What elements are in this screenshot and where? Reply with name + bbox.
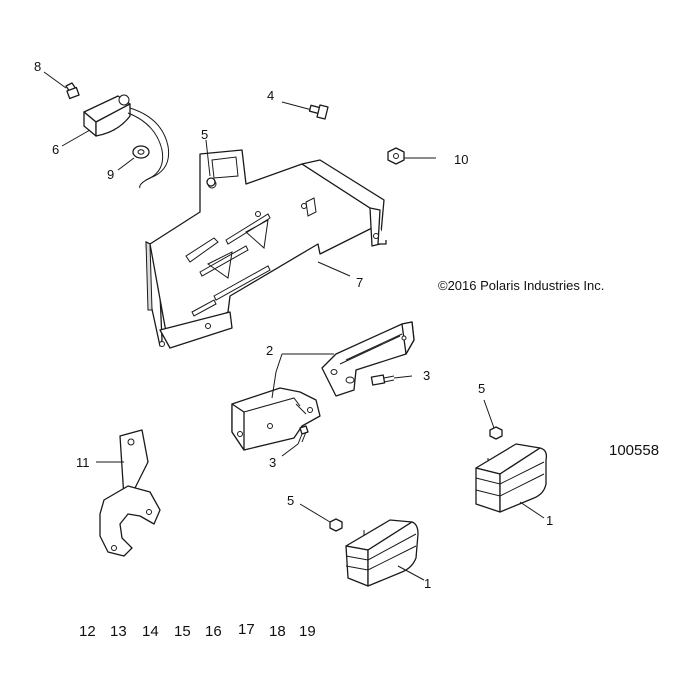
part-3-screw-upper [370,374,413,386]
callout-5-right: 5 [478,381,485,396]
bottom-number-16: 16 [205,623,222,640]
callout-9: 9 [107,167,114,182]
callout-7: 7 [356,275,363,290]
callout-3-lower: 3 [269,455,276,470]
part-9-nut [117,145,150,171]
callout-5-lower: 5 [287,493,294,508]
part-1-tail-light-right [475,443,548,519]
bottom-number-19: 19 [299,623,316,640]
callout-1-left: 1 [424,576,431,591]
diagram-reference-number: 100558 [609,442,659,459]
callout-11: 11 [76,455,90,470]
part-1-tail-light-left [345,519,425,587]
bottom-number-13: 13 [110,623,127,640]
bottom-number-17: 17 [238,621,255,638]
callout-6: 6 [52,142,59,157]
copyright-notice: ©2016 Polaris Industries Inc. [438,278,604,293]
part-11-sensor-bracket [96,429,161,557]
part-5-fastener-top [205,139,216,187]
part-3-screw-lower [281,425,309,457]
callout-4: 4 [267,88,274,103]
callout-2: 2 [266,343,273,358]
part-4-bolt [281,101,329,120]
callout-1-right: 1 [546,513,553,528]
part-10-flange-nut [387,147,436,165]
part-5-fastener-lower [299,503,343,532]
bottom-number-18: 18 [269,623,286,640]
bottom-number-14: 14 [142,623,159,640]
part-2-upper-bracket [321,321,415,397]
callout-10: 10 [454,152,468,167]
part-2-leader-lines [271,353,334,399]
part-6-light-housing [61,94,170,189]
part-2-lower-bracket [231,387,321,451]
callout-5-top: 5 [201,127,208,142]
callout-3-upper: 3 [423,368,430,383]
bottom-number-12: 12 [79,623,96,640]
part-7-mounting-bracket [145,149,387,349]
part-5-fastener-right [483,399,503,440]
callout-8: 8 [34,59,41,74]
bottom-number-15: 15 [174,623,191,640]
part-8-screw [43,71,80,100]
